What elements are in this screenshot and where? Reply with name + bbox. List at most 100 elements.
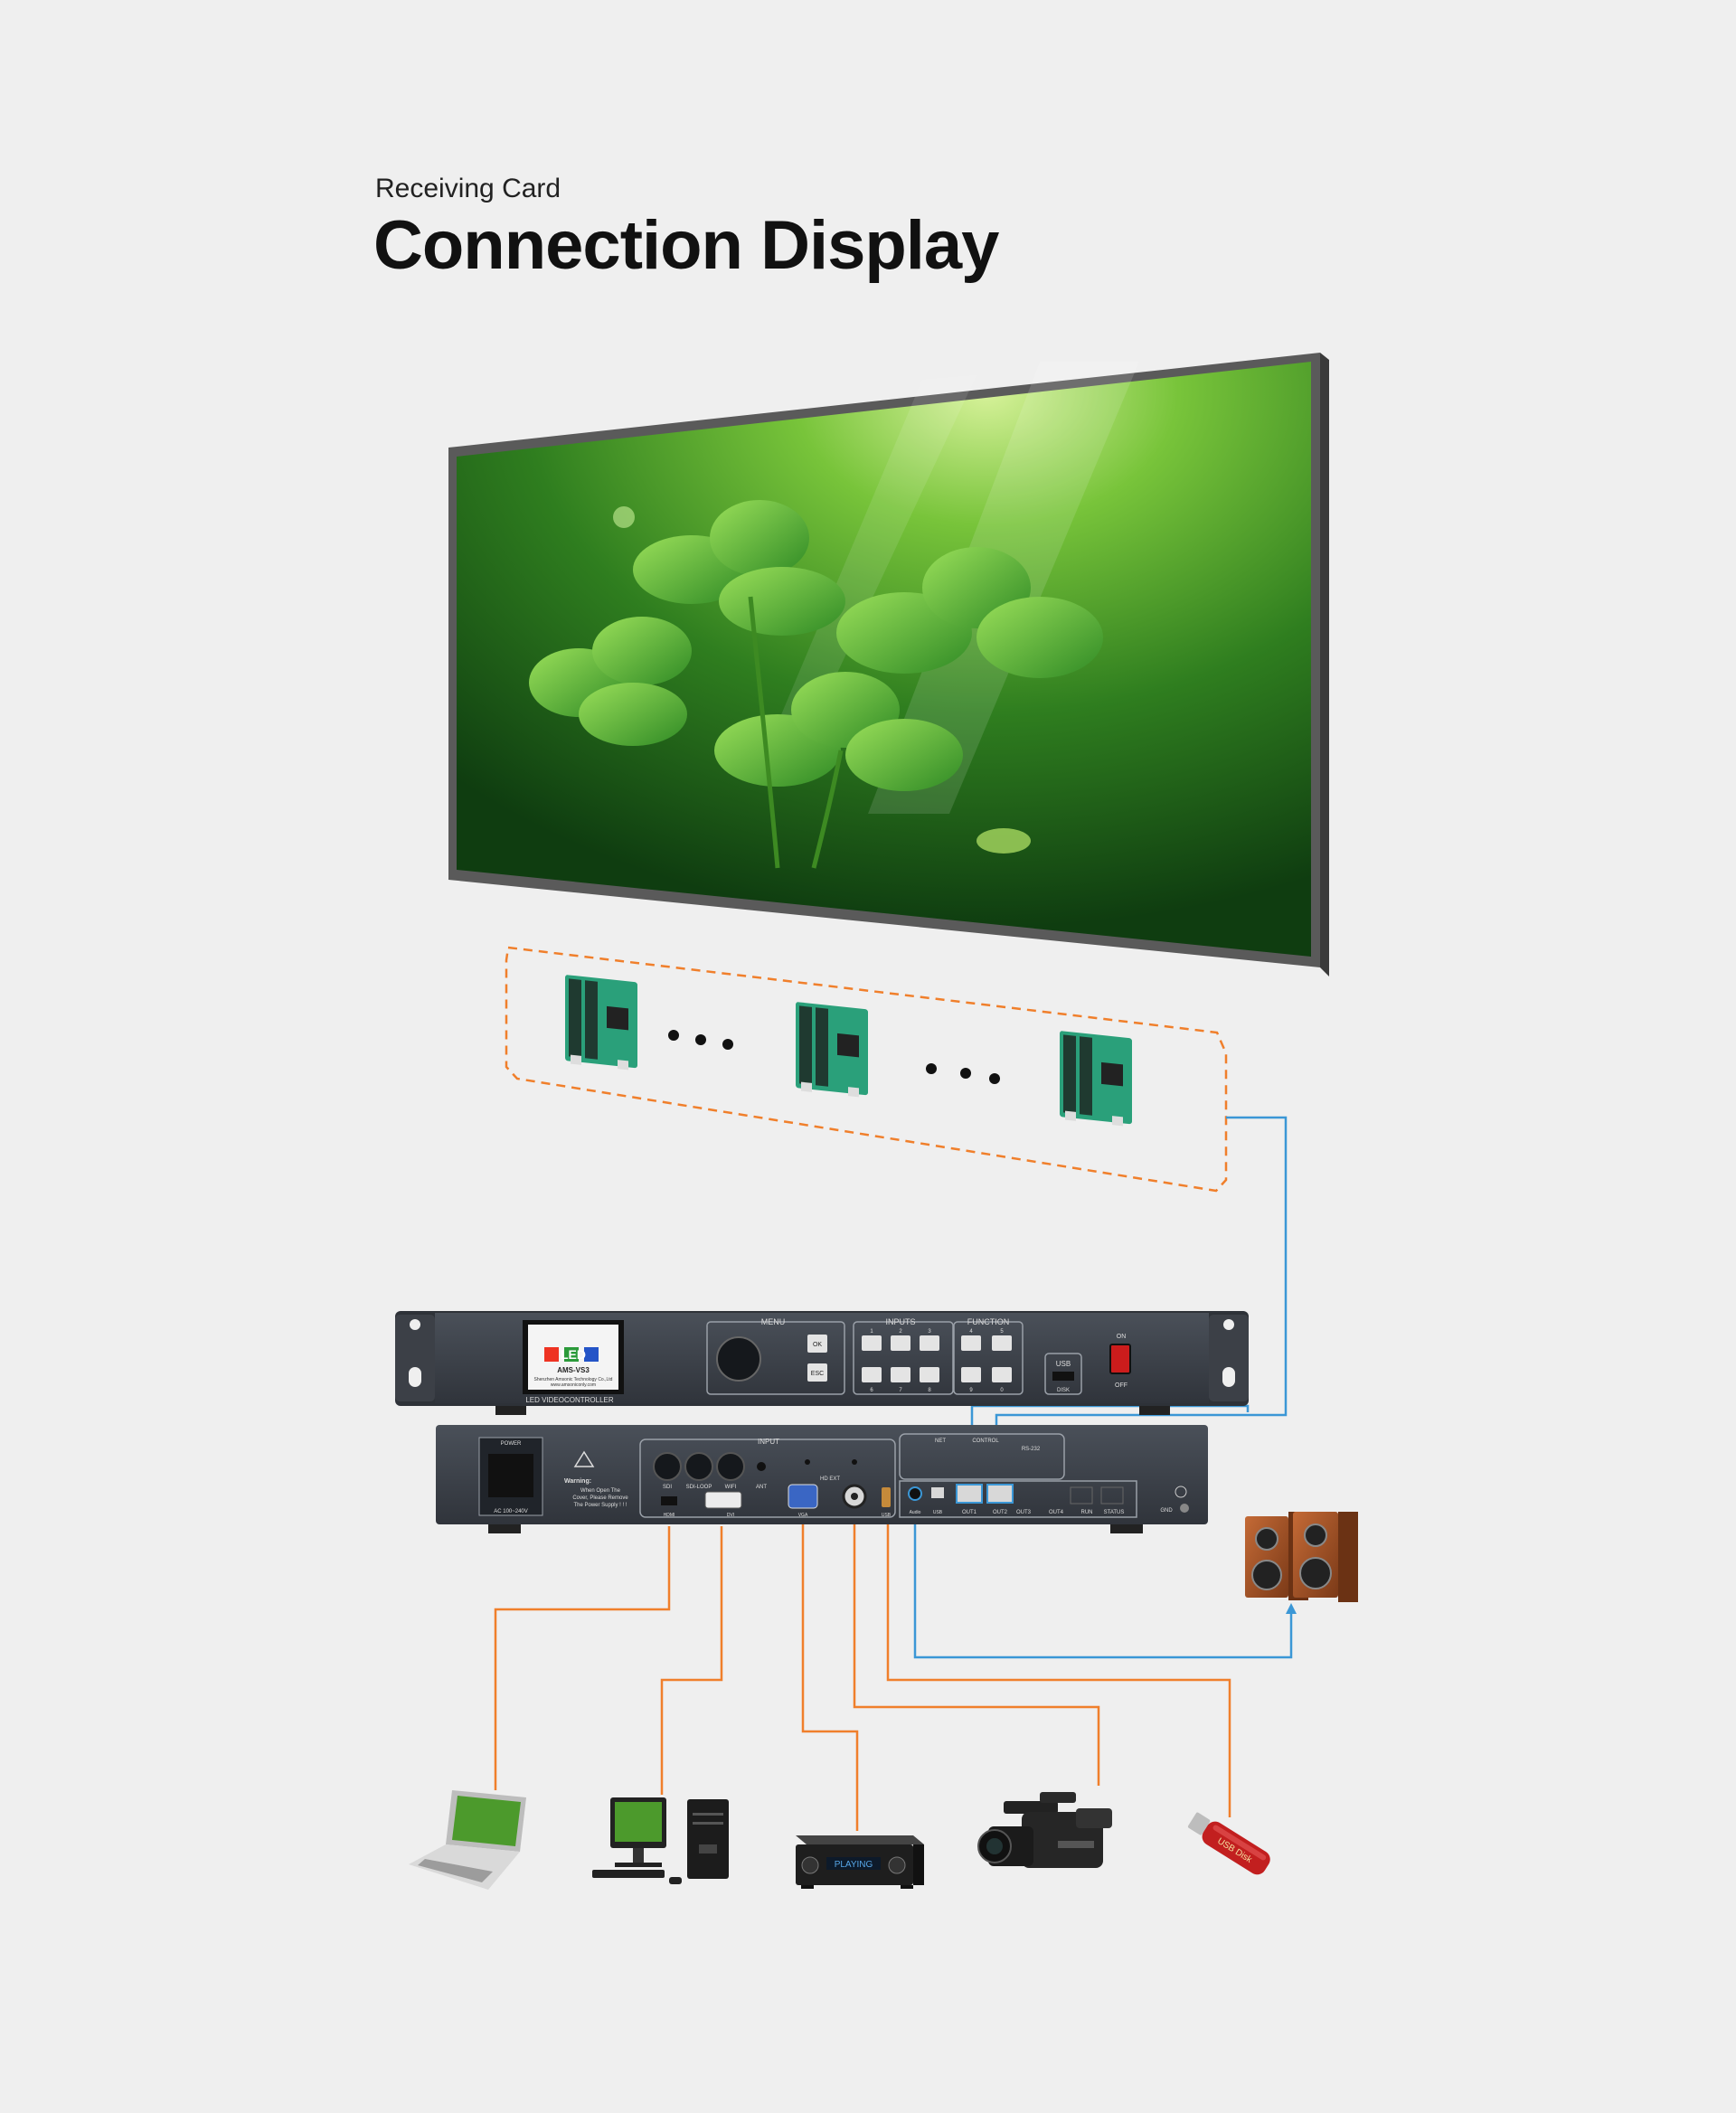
controller-front-panel: LED AMS-VS3 Shenzhen Amsonic Technology … <box>395 1311 1249 1415</box>
gnd-label: GND <box>1160 1508 1173 1514</box>
input-num-2: 2 <box>899 1329 902 1335</box>
av-receiver-icon: PLAYING <box>796 1835 924 1889</box>
input-num-1: 1 <box>870 1329 873 1335</box>
warning-title: Warning: <box>564 1478 591 1485</box>
menu-knob[interactable] <box>716 1336 761 1382</box>
sdi-loop-label: SDI-LOOP <box>686 1485 712 1490</box>
orange-input-lines <box>494 1508 1231 1831</box>
hdmi-port[interactable] <box>661 1496 677 1505</box>
usb-back-port[interactable] <box>882 1487 891 1507</box>
vga-port[interactable] <box>788 1484 818 1509</box>
input-button-2[interactable] <box>891 1335 910 1351</box>
function-num-4: 4 <box>969 1329 973 1335</box>
sdi-label: SDI <box>663 1485 672 1490</box>
out1-label: OUT1 <box>962 1510 977 1515</box>
power-label: POWER <box>501 1441 522 1447</box>
ground-icon <box>1175 1486 1187 1498</box>
speakers-icon <box>1245 1512 1358 1602</box>
controller-back-panel: POWER AC 100~240V Warning: When Open The… <box>436 1425 1208 1533</box>
receiving-card-2 <box>796 1002 868 1098</box>
input-button-3[interactable] <box>920 1335 939 1351</box>
controller-label: LED VIDEOCONTROLLER <box>525 1396 614 1404</box>
warning-line-3: The Power Supply ! ! ! <box>573 1503 627 1508</box>
lcd-web: www.amsoniconly.com <box>551 1382 596 1388</box>
receiving-cards-group <box>505 946 1228 1193</box>
function-label: FUNCTION <box>967 1317 1010 1326</box>
function-button-1[interactable] <box>961 1335 981 1351</box>
hdmi-label: HDMI <box>664 1513 675 1518</box>
sdi-loop-port[interactable] <box>684 1452 713 1481</box>
dvi-label: DVI <box>727 1513 734 1518</box>
out1-port[interactable] <box>956 1484 983 1504</box>
receiving-card-3 <box>1060 1031 1132 1127</box>
usb-back-label: USB <box>882 1513 892 1518</box>
out2-port[interactable] <box>986 1484 1014 1504</box>
net-label: NET <box>935 1439 946 1444</box>
input-num-8: 8 <box>928 1388 931 1393</box>
input-buttons <box>862 1335 939 1382</box>
on-label: ON <box>1117 1334 1127 1340</box>
warning-icon <box>573 1450 595 1467</box>
rs232-label: RS-232 <box>1022 1447 1041 1452</box>
usb-b-label: USB <box>933 1510 943 1515</box>
power-switch[interactable] <box>1109 1344 1131 1374</box>
input-button-5[interactable] <box>891 1367 910 1382</box>
hd-ext-label: HD EXT <box>820 1476 840 1482</box>
esc-button-label: ESC <box>811 1371 824 1377</box>
usb-front-port[interactable] <box>1052 1372 1074 1381</box>
usb-stick-icon: USB Disk <box>1187 1812 1270 1875</box>
warning-line-1: When Open The <box>580 1488 621 1494</box>
audio-port[interactable] <box>908 1486 922 1501</box>
ant-port[interactable] <box>757 1462 766 1471</box>
status-label: STATUS <box>1104 1510 1125 1515</box>
subtitle: Receiving Card <box>375 174 561 203</box>
vga-label: VGA <box>798 1513 808 1518</box>
function-button-4[interactable] <box>992 1367 1012 1382</box>
voltage-label: AC 100~240V <box>494 1509 528 1514</box>
function-num-5: 5 <box>1000 1329 1004 1335</box>
disk-label: DISK <box>1057 1388 1070 1393</box>
input-num-6: 6 <box>870 1388 873 1393</box>
input-num-7: 7 <box>899 1388 902 1393</box>
function-num-0: 0 <box>1000 1388 1004 1393</box>
av-receiver-display: PLAYING <box>835 1860 873 1870</box>
wifi-port[interactable] <box>716 1452 745 1481</box>
input-section-label: INPUT <box>758 1438 779 1446</box>
ok-button-label: OK <box>813 1342 822 1348</box>
ok-button[interactable] <box>807 1335 827 1353</box>
audio-label: Audio <box>910 1510 921 1515</box>
usb-b-port[interactable] <box>931 1487 944 1498</box>
wifi-label: WIFI <box>725 1485 737 1490</box>
power-socket[interactable] <box>488 1454 533 1497</box>
sdi-port[interactable] <box>653 1452 682 1481</box>
function-button-3[interactable] <box>961 1367 981 1382</box>
lcd-model: AMS-VS3 <box>557 1366 590 1374</box>
ellipsis-1 <box>668 1030 733 1050</box>
camcorder-icon <box>977 1792 1112 1868</box>
desktop-pc-icon <box>592 1797 729 1884</box>
input-button-4[interactable] <box>862 1367 882 1382</box>
control-label: CONTROL <box>972 1439 999 1444</box>
lcd-logo-text: LED <box>561 1347 586 1362</box>
inputs-label: INPUTS <box>885 1317 915 1326</box>
input-num-3: 3 <box>928 1329 931 1335</box>
function-num-9: 9 <box>969 1388 973 1393</box>
clover-image <box>529 500 1103 869</box>
input-button-1[interactable] <box>862 1335 882 1351</box>
dvi-port[interactable] <box>704 1491 742 1509</box>
run-label: RUN <box>1081 1510 1093 1515</box>
page-title: Connection Display <box>373 207 999 284</box>
input-button-6[interactable] <box>920 1367 939 1382</box>
usb-front-label: USB <box>1056 1360 1071 1368</box>
lcd-brand: Shenzhen Amsonic Technology Co.,Ltd <box>534 1377 613 1382</box>
receiving-card-1 <box>565 975 637 1071</box>
out3-label: OUT3 <box>1016 1510 1032 1515</box>
out4-label: OUT4 <box>1049 1510 1064 1515</box>
function-button-2[interactable] <box>992 1335 1012 1351</box>
led-display-screen <box>448 353 1329 976</box>
ant-label: ANT <box>756 1485 767 1490</box>
esc-button[interactable] <box>807 1363 827 1382</box>
off-label: OFF <box>1115 1382 1127 1389</box>
ellipsis-2 <box>926 1063 1000 1084</box>
